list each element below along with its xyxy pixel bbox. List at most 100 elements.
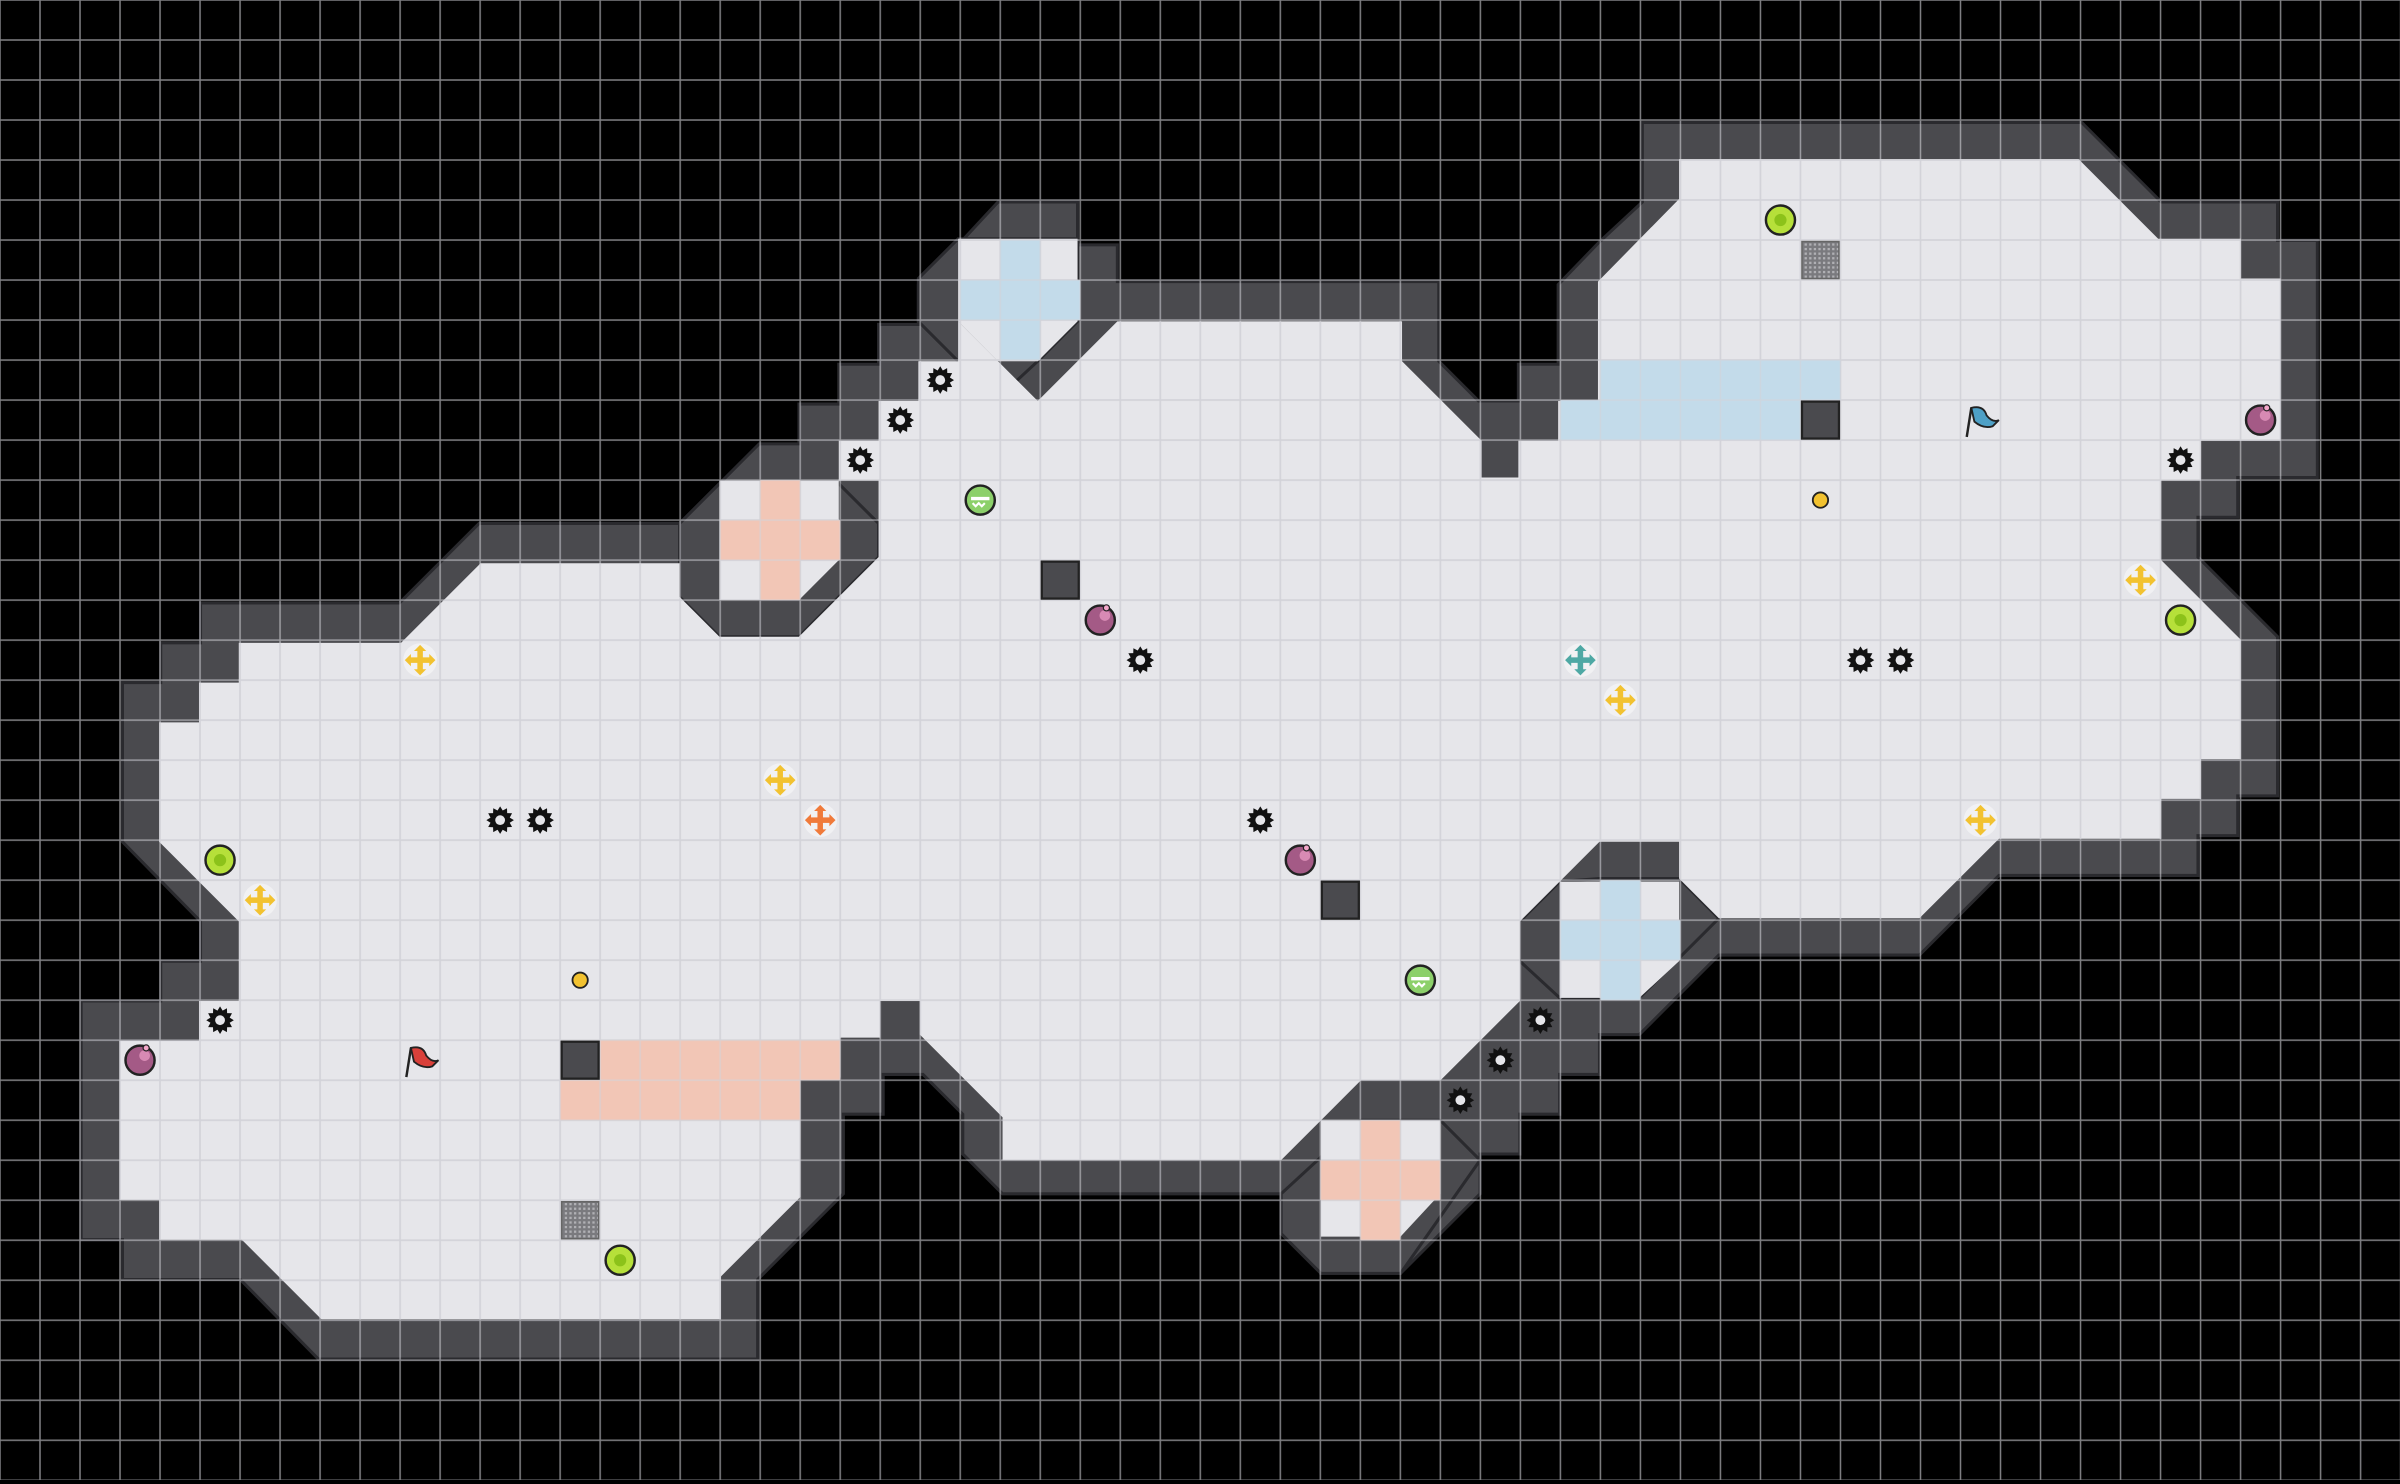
boost-bar-v [2137, 569, 2144, 591]
boost-arrow [814, 829, 827, 836]
boost-yellow-icon [763, 763, 798, 797]
boost-arrow [789, 774, 796, 787]
jukejuice-ball-icon [964, 484, 997, 516]
coin-icon [571, 971, 589, 989]
boost-yellow-icon [403, 643, 437, 677]
wall-block [560, 1040, 600, 1080]
boost-yellow-icon [243, 883, 277, 918]
bomb-shine [2259, 410, 2271, 421]
bomb-icon [1084, 604, 1117, 636]
boost-bar-v [817, 809, 823, 831]
boost-orange-icon [803, 803, 838, 837]
boost-arrow [1589, 654, 1596, 667]
bomb-fuse [1302, 844, 1311, 852]
spike-core [1255, 815, 1266, 826]
bomb-icon [2244, 404, 2277, 436]
bomb-body [1284, 844, 1317, 876]
boost-arrow [413, 669, 427, 676]
bomb-icon [124, 1044, 156, 1076]
spike-icon [1886, 646, 1915, 674]
spike-core [215, 1015, 225, 1026]
ball-zigzag [1411, 981, 1426, 988]
boost-arrow [1574, 644, 1587, 651]
boost-yellow-icon [1603, 683, 1638, 717]
boost-arrow [1614, 709, 1627, 716]
bomb-fuse [142, 1044, 150, 1052]
boost-arrow [1605, 694, 1612, 707]
boost-arrow [774, 764, 787, 771]
spike-core [1495, 1055, 1506, 1066]
boost-arrow [413, 644, 427, 651]
powerup-ball-icon [2164, 604, 2197, 636]
spike-icon [206, 1006, 234, 1034]
ball-core [2174, 613, 2187, 627]
bomb-body [124, 1044, 156, 1076]
boost-arrow [1989, 814, 1996, 827]
spike-icon [526, 806, 554, 834]
boost-arrow [1574, 669, 1587, 676]
boost-arrow [1974, 804, 1987, 811]
boost-arrow [774, 789, 787, 796]
spike-icon [846, 446, 874, 474]
boost-yellow-icon [1963, 803, 1998, 837]
spike-icon [1526, 1006, 1555, 1034]
spike-icon [1446, 1086, 1475, 1114]
boost-arrow [269, 894, 276, 907]
spike-icon [1126, 646, 1155, 674]
spike-core [1855, 655, 1866, 666]
spike-core [895, 415, 906, 425]
powerup-ball-icon [604, 1244, 636, 1276]
boost-arrow [2125, 573, 2132, 587]
wall-block [1800, 400, 1841, 440]
bomb-body [2244, 404, 2277, 436]
powerup-ball-icon [204, 844, 236, 876]
flag-pole [405, 1047, 413, 1078]
boost-arrow [253, 909, 267, 916]
object-layer [124, 204, 2277, 1276]
spike-core [495, 815, 506, 826]
boost-arrow [429, 654, 436, 667]
bomb-fuse [1102, 604, 1111, 612]
boost-arrow [1565, 654, 1572, 667]
spike-core [1535, 1015, 1546, 1026]
ball-zigzag [971, 501, 986, 508]
spike-icon [1846, 646, 1875, 674]
boost-bar-v [1577, 649, 1584, 671]
flag-cloth [1970, 406, 2000, 428]
boost-bar-v [257, 889, 263, 911]
ball-core [1774, 213, 1787, 227]
boost-arrow [2134, 589, 2147, 596]
spike-core [1895, 655, 1906, 666]
spike-core [535, 815, 546, 826]
spike-icon [1486, 1046, 1515, 1074]
powerup-ball-icon [1764, 204, 1797, 236]
boost-arrow [829, 814, 836, 827]
bomb-shine [139, 1050, 150, 1061]
spike-core [855, 455, 866, 465]
spike-icon [2166, 446, 2195, 474]
boost-arrow [253, 884, 267, 891]
grate-tile [560, 1200, 600, 1240]
boost-arrow [764, 774, 772, 787]
boost-arrow [814, 804, 827, 811]
bomb-shine [1099, 610, 1111, 621]
spike-icon [886, 406, 915, 434]
boost-arrow [1629, 694, 1636, 707]
boost-bar-v [777, 769, 783, 791]
boost-arrow [1974, 829, 1987, 836]
bomb-shine [1299, 850, 1311, 861]
spike-core [935, 375, 946, 385]
ball-core [213, 854, 227, 867]
flag-cloth [409, 1046, 440, 1069]
spike-icon [486, 806, 514, 834]
boost-bar-v [417, 649, 423, 671]
flag-pole [1965, 407, 1973, 438]
wall-block [1040, 560, 1080, 600]
spike-core [2175, 455, 2186, 465]
blue-flag-icon [1965, 406, 2000, 438]
boost-arrow [244, 894, 251, 907]
coin-icon [1811, 491, 1830, 509]
